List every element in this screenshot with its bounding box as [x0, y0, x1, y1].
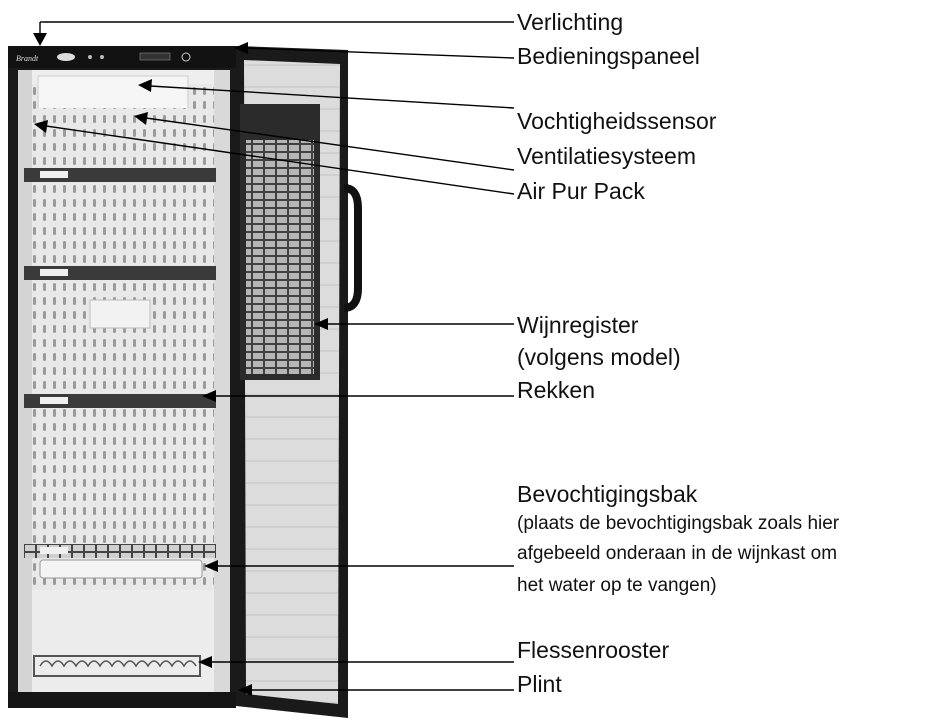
humidity-tray — [39, 559, 203, 579]
label-bevochtigingsbak-note-3: het water op te vangen) — [517, 575, 717, 596]
leader-rekken — [202, 390, 514, 402]
shelf-3 — [24, 394, 216, 408]
label-wijnregister: Wijnregister — [517, 312, 639, 338]
leader-plint — [238, 684, 514, 696]
shelf-1 — [24, 168, 216, 182]
label-ventilatiesysteem: Ventilatiesysteem — [517, 143, 696, 169]
brand-logo: Brandt — [16, 54, 39, 63]
control-panel: Brandt — [8, 46, 236, 68]
leader-bevochtigingsbak — [204, 560, 514, 572]
shelf-4-grid — [24, 544, 216, 558]
door — [236, 46, 362, 718]
leader-verlichting — [33, 21, 514, 46]
label-air-pur-pack: Air Pur Pack — [517, 178, 645, 204]
label-bedieningspaneel: Bedieningspaneel — [517, 43, 700, 69]
bottle-grid — [33, 655, 201, 677]
label-rekken: Rekken — [517, 377, 595, 403]
shelves — [24, 168, 216, 558]
label-vochtigheidssensor: Vochtigheidssensor — [517, 108, 717, 134]
label-wijnregister-note: (volgens model) — [517, 344, 681, 370]
leader-lines — [33, 21, 515, 696]
leader-bedieningspaneel — [234, 42, 515, 59]
leader-wijnregister — [314, 318, 514, 330]
label-bevochtigingsbak: Bevochtigingsbak — [517, 481, 698, 507]
label-plint: Plint — [517, 671, 562, 697]
leader-flessenrooster — [198, 656, 514, 668]
label-bevochtigingsbak-note-1: (plaats de bevochtigingsbak zoals hier — [517, 513, 840, 534]
plinth-strip — [8, 692, 236, 708]
label-flessenrooster: Flessenrooster — [517, 637, 670, 663]
cabinet-body — [8, 48, 236, 702]
leader-vochtigheidssensor — [138, 79, 515, 109]
leader-air-pur-pack — [34, 120, 515, 195]
label-bevochtigingsbak-note-2: afgebeeld onderaan in de wijnkast om — [517, 543, 838, 564]
shelf-2 — [24, 266, 216, 280]
label-verlichting: Verlichting — [517, 9, 624, 35]
leader-ventilatiesysteem — [134, 112, 515, 171]
